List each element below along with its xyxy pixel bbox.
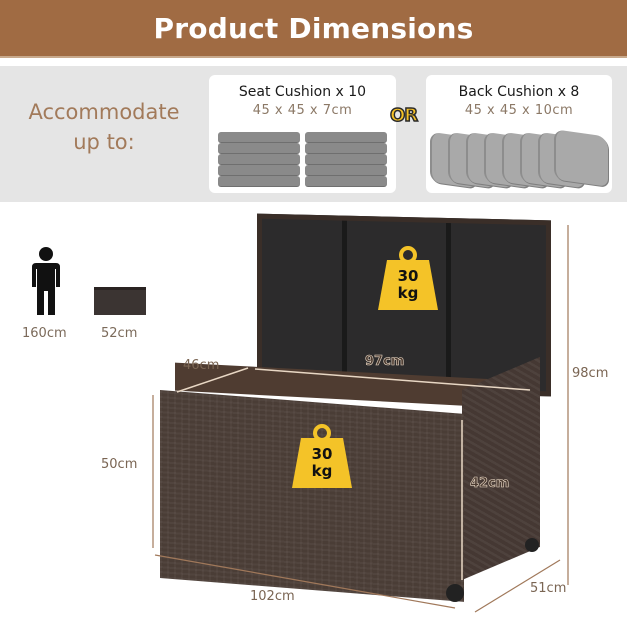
- lid-weight-value: 30: [397, 267, 419, 285]
- inner-height-label: 42cm: [470, 476, 510, 492]
- header-banner: Product Dimensions: [0, 0, 627, 56]
- header-divider: [0, 56, 627, 58]
- page-title: Product Dimensions: [153, 11, 474, 45]
- inner-depth-label: 46cm: [183, 358, 220, 373]
- seat-cushion-dimensions: 45 x 45 x 7cm: [252, 103, 353, 118]
- person-height-label: 160cm: [22, 326, 67, 341]
- body-weight-unit: kg: [311, 462, 333, 480]
- inner-width-label: 97cm: [365, 354, 405, 370]
- body-weight-capacity-icon: 30 kg: [292, 424, 352, 490]
- capacity-intro: Accommodate up to:: [14, 97, 194, 157]
- lid-weight-unit: kg: [397, 284, 419, 302]
- or-separator: OR: [389, 104, 419, 127]
- total-height-label: 98cm: [572, 366, 609, 381]
- caster-wheel-icon: [446, 584, 464, 602]
- storage-box-thumbnail: [94, 287, 146, 315]
- back-cushion-title: Back Cushion x 8: [458, 84, 580, 100]
- width-label: 51cm: [530, 581, 567, 596]
- box-height-label: 52cm: [101, 326, 138, 341]
- capacity-intro-line1: Accommodate: [28, 100, 180, 124]
- back-cushion-card: Back Cushion x 8 45 x 45 x 10cm: [426, 75, 612, 193]
- back-cushion-dimensions: 45 x 45 x 10cm: [464, 103, 574, 118]
- capacity-intro-line2: up to:: [73, 130, 135, 154]
- person-silhouette-icon: [32, 247, 60, 315]
- length-label: 102cm: [250, 589, 295, 604]
- caster-wheel-icon: [525, 538, 539, 552]
- body-weight-value: 30: [311, 445, 333, 463]
- stacked-seat-cushions-icon: [218, 132, 300, 188]
- seat-cushion-title: Seat Cushion x 10: [238, 84, 367, 100]
- seat-cushion-card: Seat Cushion x 10 45 x 45 x 7cm: [209, 75, 396, 193]
- stacked-seat-cushions-icon: [305, 132, 387, 188]
- body-height-label: 50cm: [101, 457, 138, 472]
- lid-weight-capacity-icon: 30 kg: [378, 246, 438, 312]
